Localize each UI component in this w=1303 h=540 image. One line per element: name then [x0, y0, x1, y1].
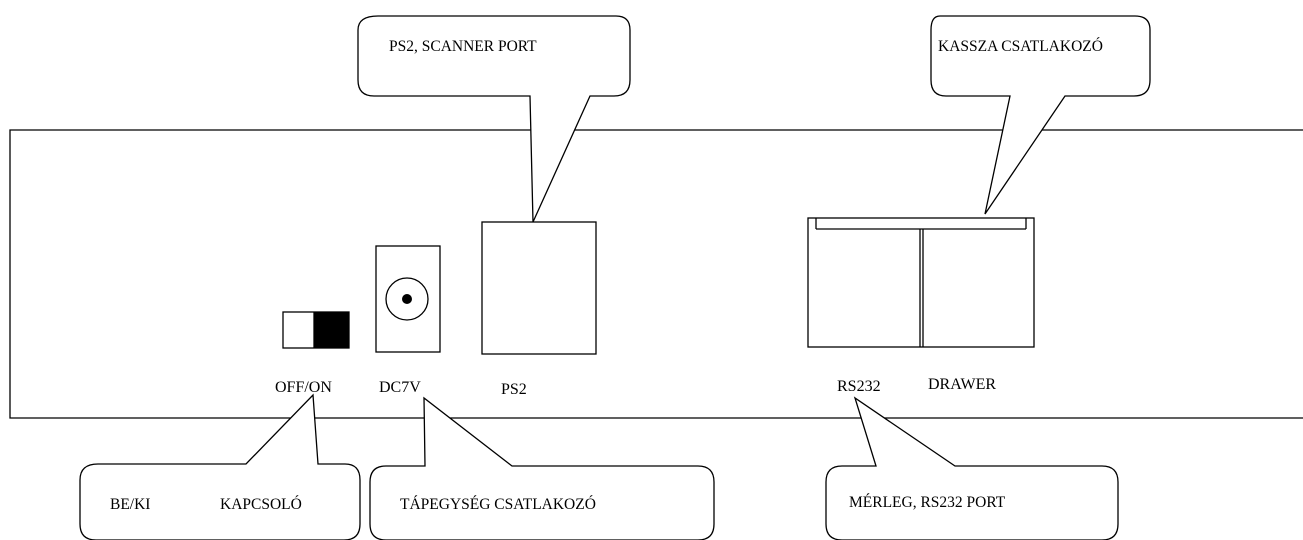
callout-drawer-connector: KASSZA CSATLAKOZÓ [930, 15, 1151, 215]
callout-power-connector-text: TÁPEGYSÉG CSATLAKOZÓ [400, 496, 596, 513]
callout-scale-rs232-text: MÉRLEG, RS232 PORT [849, 494, 1006, 511]
device-housing [9, 129, 1303, 419]
power-switch [282, 311, 350, 349]
callout-drawer-connector-text: KASSZA CSATLAKOZÓ [938, 38, 1103, 55]
label-drawer: DRAWER [928, 376, 996, 393]
label-ps2: PS2 [501, 381, 527, 398]
callout-power-switch-right-text: KAPCSOLÓ [220, 496, 302, 513]
callout-scanner-port: PS2, SCANNER PORT [357, 15, 631, 223]
callout-power-switch-left-text: BE/KI [110, 496, 150, 513]
callout-scanner-port-text: PS2, SCANNER PORT [389, 38, 537, 55]
label-rs232: RS232 [837, 378, 881, 395]
callout-power-connector: TÁPEGYSÉG CSATLAKOZÓ [369, 396, 715, 540]
label-off-on: OFF/ON [275, 379, 332, 396]
rs232-drawer-connector-block [807, 217, 1035, 348]
label-dc7v: DC7V [379, 379, 421, 396]
callout-scale-rs232: MÉRLEG, RS232 PORT [825, 396, 1119, 540]
callout-power-switch: BE/KI KAPCSOLÓ [79, 393, 361, 540]
ps2-port [481, 221, 597, 355]
dc-power-jack [375, 245, 441, 353]
